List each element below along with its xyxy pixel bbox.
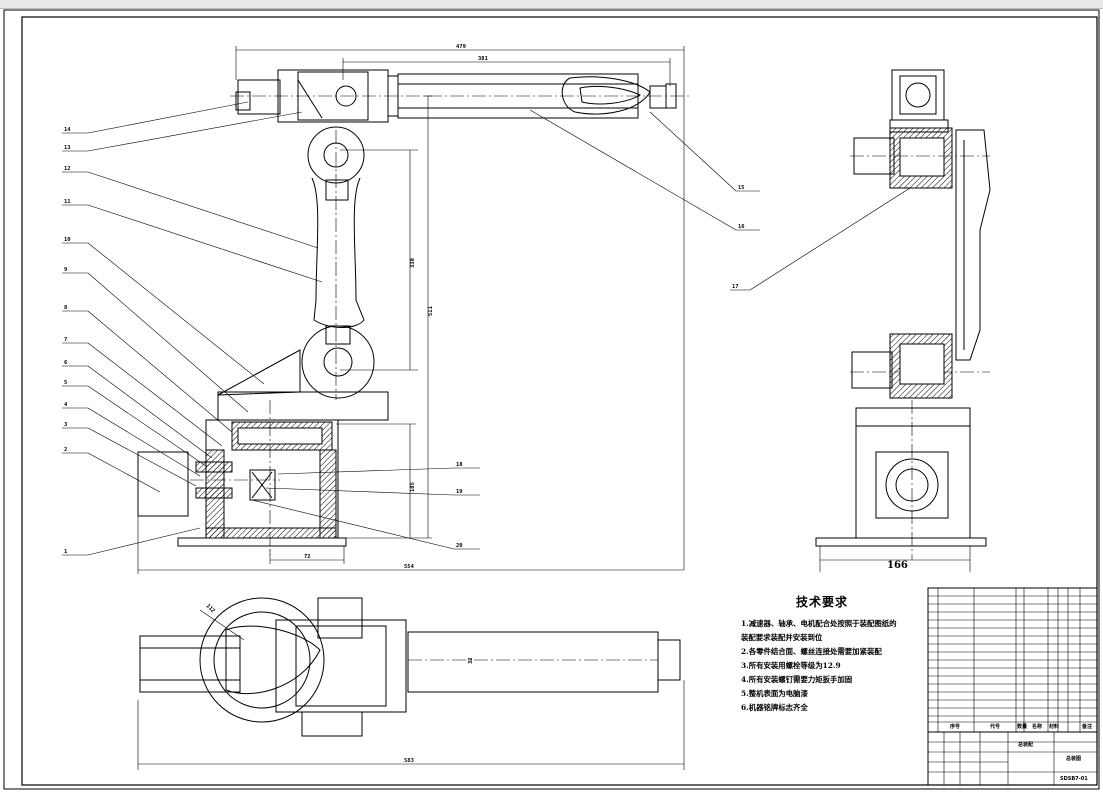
- balloon-16: 16: [738, 224, 745, 230]
- balloon-14: 14: [64, 127, 71, 133]
- dim-32: 32: [468, 657, 474, 664]
- tech-note-6: 6.机器铭牌标志齐全: [741, 703, 808, 712]
- balloon-1: 1: [64, 549, 68, 555]
- bom-header-remark: 备注: [1081, 723, 1092, 730]
- balloon-7: 7: [64, 337, 67, 343]
- dim-112: 112: [205, 603, 216, 614]
- balloon-10: 10: [64, 237, 71, 243]
- title-drawing-no: SDSB7-01: [1060, 776, 1088, 782]
- dim-583: 583: [404, 758, 414, 764]
- balloon-3: 3: [64, 422, 67, 428]
- balloon-6: 6: [64, 360, 68, 366]
- bom-header-seq: 序号: [949, 723, 960, 730]
- dim-72: 72: [304, 554, 311, 560]
- top-view: [137, 597, 685, 770]
- bom-header-material: 材料: [1049, 723, 1059, 730]
- dim-554: 554: [404, 564, 415, 570]
- dim-105: 105: [410, 482, 416, 492]
- balloon-11: 11: [64, 199, 71, 205]
- viewer-top-bar: [0, 0, 1103, 9]
- leader-lines: [62, 101, 911, 556]
- dim-330: 330: [410, 258, 416, 268]
- balloon-18: 18: [456, 462, 463, 468]
- tech-note-4: 4.所有安装螺钉需要力矩扳手加固: [741, 675, 853, 684]
- tech-note-2: 2.各零件结合面、螺丝连接处需要加紧装配: [741, 647, 882, 656]
- front-dimensions: [137, 46, 685, 574]
- tech-note-5: 5.整机表面为电脑漆: [741, 689, 808, 698]
- tech-note-1: 1.减速器、轴承、电机配合处按照于装配图纸的: [741, 619, 897, 628]
- title-product: 总装配: [1018, 741, 1033, 748]
- bom-header-name: 名称: [1032, 723, 1042, 730]
- balloon-8: 8: [64, 305, 67, 311]
- title-block: [927, 587, 1098, 786]
- bom-header-qty: 数量: [1017, 723, 1027, 730]
- balloon-19: 19: [456, 489, 463, 495]
- inner-frame: [21, 16, 1098, 786]
- dim-166: 166: [887, 560, 908, 571]
- balloon-4: 4: [64, 402, 68, 408]
- balloon-9: 9: [64, 267, 67, 273]
- bom-header-code: 代号: [989, 723, 1000, 730]
- outer-frame: [3, 9, 1100, 790]
- balloon-5: 5: [64, 380, 67, 386]
- balloon-20: 20: [456, 543, 463, 549]
- dim-479: 479: [456, 44, 466, 50]
- dim-381: 381: [478, 56, 489, 62]
- balloon-15: 15: [738, 185, 745, 191]
- balloon-13: 13: [64, 145, 71, 151]
- tech-note-3: 3.所有安装用螺栓等级为12.9: [741, 661, 841, 670]
- balloon-2: 2: [64, 447, 67, 453]
- balloon-12: 12: [64, 166, 71, 172]
- side-view: [815, 69, 991, 572]
- tech-requirements-title: 技术要求: [796, 595, 849, 609]
- balloon-17: 17: [732, 284, 739, 290]
- title-drawing-name: 总装图: [1066, 755, 1081, 762]
- tech-note-1b: 装配要求装配并安装到位: [741, 633, 823, 642]
- dim-511: 511: [428, 305, 434, 316]
